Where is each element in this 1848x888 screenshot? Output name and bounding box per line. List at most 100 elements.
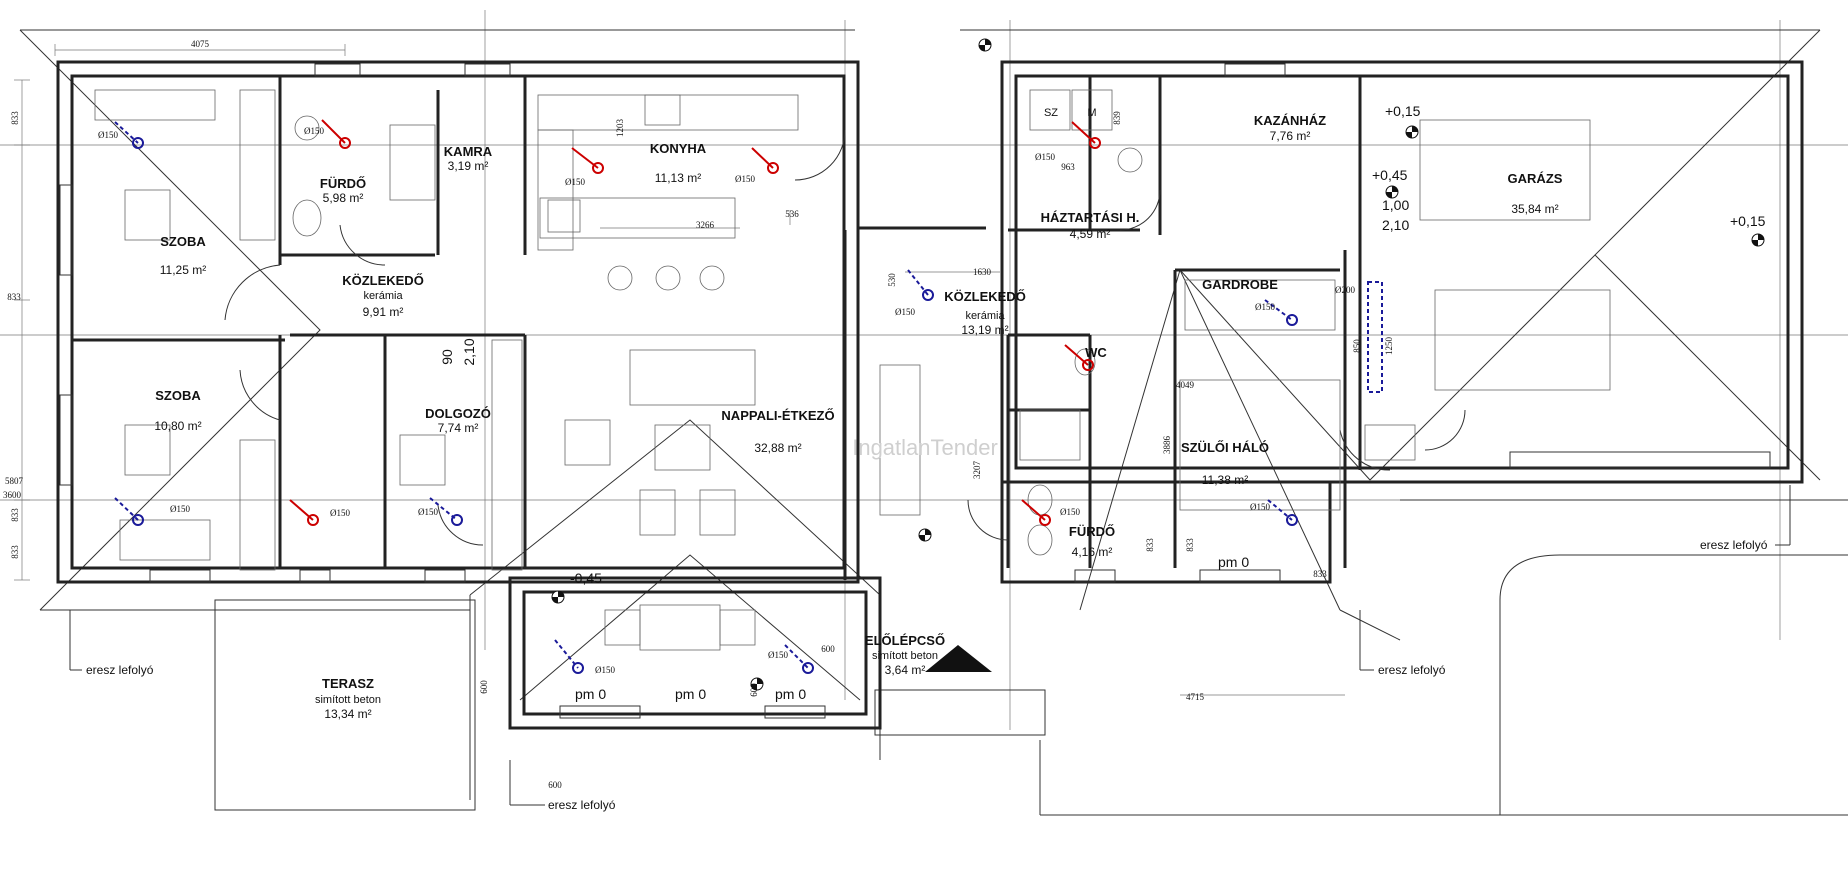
svg-text:833: 833: [7, 292, 21, 302]
svg-text:-0,45: -0,45: [570, 570, 602, 586]
svg-text:Ø150: Ø150: [1035, 152, 1055, 162]
svg-text:35,84 m²: 35,84 m²: [1511, 202, 1558, 216]
svg-text:kerámia: kerámia: [363, 290, 403, 302]
terrace-outline: [214, 554, 1848, 816]
svg-text:4075: 4075: [191, 39, 210, 49]
svg-text:5,98 m²: 5,98 m²: [323, 191, 364, 205]
watermark: IngatlanTender: [852, 435, 998, 460]
room-label-kozlekedo-1: KÖZLEKEDŐ kerámia 9,91 m²: [342, 273, 424, 319]
svg-text:11,13 m²: 11,13 m²: [655, 171, 701, 185]
drain-red-icon: [751, 147, 779, 174]
svg-text:833: 833: [1313, 569, 1327, 579]
svg-text:kerámia: kerámia: [965, 310, 1005, 322]
svg-text:3886: 3886: [1162, 436, 1172, 455]
drain-labels: Ø150 Ø150 Ø150 Ø150 Ø150 Ø150 Ø150 Ø150 …: [98, 126, 1355, 675]
svg-text:SZOBA: SZOBA: [160, 234, 206, 249]
svg-text:eresz lefolyó: eresz lefolyó: [1378, 663, 1446, 677]
drain-red-icon: [1064, 344, 1094, 371]
svg-text:KÖZLEKEDŐ: KÖZLEKEDŐ: [342, 273, 424, 288]
svg-text:Ø150: Ø150: [1255, 302, 1275, 312]
svg-text:Ø150: Ø150: [1060, 507, 1080, 517]
svg-text:32,88 m²: 32,88 m²: [754, 441, 801, 455]
svg-text:simított beton: simított beton: [872, 650, 938, 662]
svg-text:pm 0: pm 0: [675, 686, 706, 702]
drain-red-icon: [1021, 499, 1051, 526]
room-label-szuloi-halo: SZÜLŐI HÁLÓ 11,38 m²: [1181, 440, 1269, 487]
room-label-szoba-2: SZOBA 10,80 m²: [154, 388, 201, 433]
svg-text:13,34 m²: 13,34 m²: [324, 707, 371, 721]
svg-text:KÖZLEKEDŐ: KÖZLEKEDŐ: [944, 289, 1026, 304]
appliance-labels: SZ M: [1044, 107, 1097, 119]
level-marker-icon: [1385, 185, 1399, 199]
svg-text:839: 839: [1112, 111, 1122, 125]
level-marker-icon: [918, 528, 932, 542]
drain-blue-icon: [1267, 499, 1298, 526]
svg-text:3,64 m²: 3,64 m²: [885, 663, 926, 677]
svg-text:833: 833: [1145, 538, 1155, 552]
svg-text:1630: 1630: [973, 267, 992, 277]
svg-text:833: 833: [10, 508, 20, 522]
svg-text:3266: 3266: [696, 220, 715, 230]
room-label-gardrobe: GARDROBE: [1202, 277, 1278, 292]
svg-text:1250: 1250: [1384, 337, 1394, 356]
svg-text:+0,45: +0,45: [1372, 167, 1408, 183]
svg-text:HÁZTARTÁSI H.: HÁZTARTÁSI H.: [1041, 210, 1140, 225]
room-label-wc: WC: [1085, 345, 1107, 360]
entrance-stair-arrow: [925, 645, 992, 672]
svg-text:+0,15: +0,15: [1385, 103, 1421, 119]
svg-text:FÜRDŐ: FÜRDŐ: [320, 176, 366, 191]
drain-red-icon: [321, 119, 351, 149]
svg-text:11,38 m²: 11,38 m²: [1202, 473, 1248, 487]
svg-text:Ø150: Ø150: [735, 174, 755, 184]
svg-text:4715: 4715: [1186, 692, 1205, 702]
drain-blue-icon: [784, 644, 814, 674]
gutter-notes: eresz lefolyó eresz lefolyó eresz lefoly…: [86, 538, 1768, 812]
svg-text:M: M: [1087, 107, 1096, 119]
room-label-eloleposo: ELŐLÉPCSŐ simított beton 3,64 m²: [865, 633, 945, 677]
svg-text:NAPPALI-ÉTKEZŐ: NAPPALI-ÉTKEZŐ: [721, 408, 834, 423]
svg-text:Ø150: Ø150: [595, 665, 615, 675]
svg-text:eresz lefolyó: eresz lefolyó: [548, 798, 616, 812]
svg-text:DOLGOZÓ: DOLGOZÓ: [425, 406, 491, 421]
svg-text:pm 0: pm 0: [575, 686, 606, 702]
svg-text:simított beton: simított beton: [315, 694, 381, 706]
svg-text:7,76 m²: 7,76 m²: [1270, 129, 1311, 143]
drain-blue-icon: [114, 121, 144, 149]
drain-blue-icon: [429, 497, 463, 526]
level-marker-icon: [1751, 233, 1765, 247]
dimension-labels: 4075 833 833 833 5807 3600 833 1203 3266…: [3, 39, 1409, 790]
svg-text:Ø150: Ø150: [418, 507, 438, 517]
svg-text:GARÁZS: GARÁZS: [1508, 171, 1563, 186]
svg-text:536: 536: [785, 209, 799, 219]
room-label-nappali: NAPPALI-ÉTKEZŐ 32,88 m²: [721, 408, 834, 455]
doors: [224, 129, 1466, 546]
svg-text:Ø150: Ø150: [1250, 502, 1270, 512]
gutter-pointers: [69, 485, 1791, 806]
svg-text:pm 0: pm 0: [1218, 554, 1249, 570]
dimension-lines: [0, 10, 1848, 730]
svg-text:11,25 m²: 11,25 m²: [160, 263, 206, 277]
svg-text:833: 833: [10, 545, 20, 559]
room-label-kamra: KAMRA 3,19 m²: [444, 144, 493, 173]
level-labels: +0,15 +0,45 +0,15 -0,45 pm 0 pm 0 pm 0 p…: [570, 103, 1766, 702]
level-markers: [551, 38, 1765, 691]
svg-text:KAMRA: KAMRA: [444, 144, 493, 159]
drain-blue-icon: [114, 497, 144, 526]
floor-drains: [114, 119, 1383, 674]
svg-text:Ø150: Ø150: [304, 126, 324, 136]
svg-text:Ø200: Ø200: [1335, 285, 1355, 295]
room-label-kozlekedo-2: KÖZLEKEDŐ kerámia 13,19 m²: [944, 289, 1026, 337]
svg-text:7,74 m²: 7,74 m²: [438, 421, 479, 435]
level-marker-icon: [750, 677, 764, 691]
svg-text:SZOBA: SZOBA: [155, 388, 201, 403]
level-marker-icon: [978, 38, 992, 52]
drain-blue-icon: [907, 269, 934, 301]
svg-text:600: 600: [479, 680, 489, 694]
svg-text:2,10: 2,10: [461, 338, 477, 365]
svg-text:Ø150: Ø150: [330, 508, 350, 518]
svg-text:3600: 3600: [3, 490, 22, 500]
furniture: [94, 89, 1611, 651]
svg-text:1203: 1203: [615, 119, 625, 138]
svg-text:FÜRDŐ: FÜRDŐ: [1069, 524, 1115, 539]
svg-text:963: 963: [1061, 162, 1075, 172]
